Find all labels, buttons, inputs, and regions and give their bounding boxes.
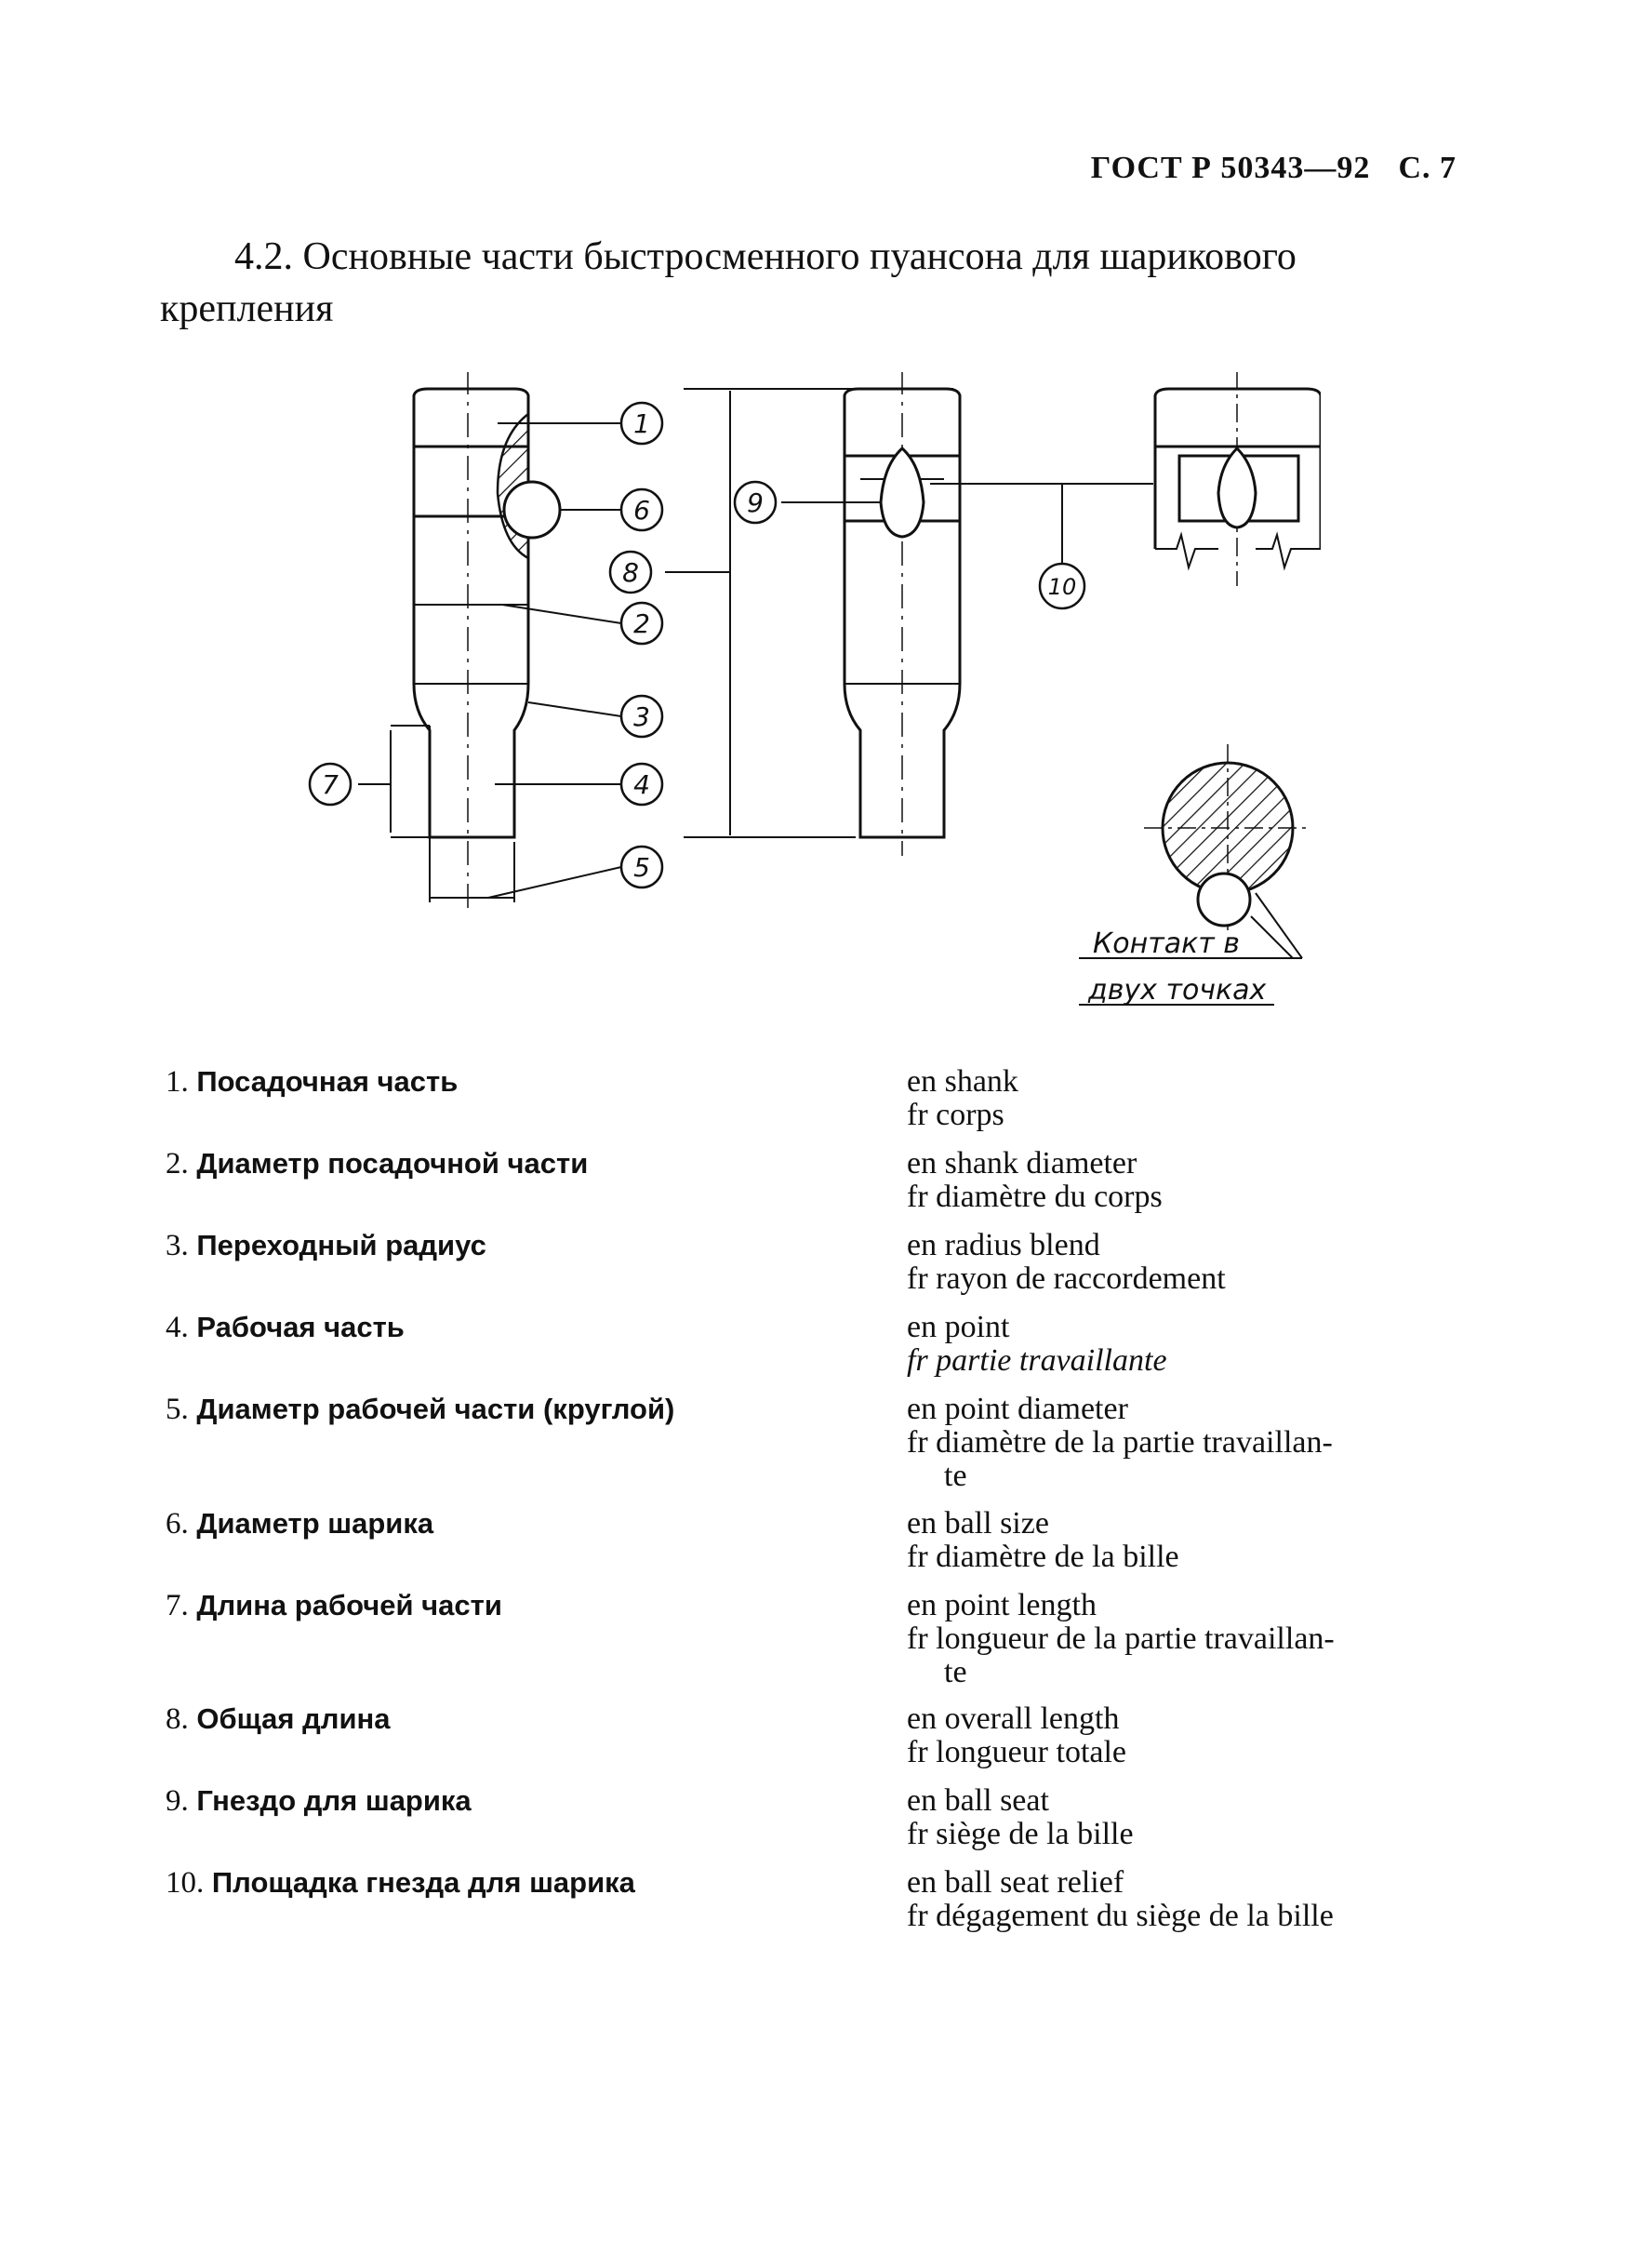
term-fr: fr partie travaillante — [907, 1343, 1167, 1378]
term-en: en shank diameter — [907, 1146, 1137, 1181]
section-title: 4.2. Основные части быстросменного пуанс… — [160, 231, 1481, 335]
term-en: en ball seat relief — [907, 1865, 1124, 1900]
punch-front-view — [843, 372, 962, 856]
callout-9 — [733, 480, 778, 525]
term-ru: Диаметр рабочей части (круглой) — [196, 1393, 675, 1425]
term-en: en ball size — [907, 1506, 1049, 1541]
callout-label-3: 3 — [633, 701, 650, 732]
callout-8 — [608, 550, 653, 594]
term-fr: fr siège de la bille — [907, 1817, 1134, 1851]
callout-4 — [619, 762, 664, 807]
term-fr: fr longueur totale — [907, 1735, 1127, 1769]
term-fr: fr corps — [907, 1098, 1004, 1132]
term-en: en overall length — [907, 1701, 1120, 1736]
callout-label-4: 4 — [633, 769, 650, 800]
term-ru: Диаметр шарика — [196, 1507, 434, 1540]
callout-label-7: 7 — [322, 769, 339, 800]
callout-7 — [308, 762, 352, 807]
contact-detail — [1079, 744, 1311, 1006]
term-fr: fr diamètre de la partie travaillan- — [907, 1425, 1333, 1460]
term-ru: Рабочая часть — [196, 1311, 405, 1343]
callout-label-6: 6 — [633, 495, 650, 526]
callout-label-5: 5 — [633, 852, 650, 883]
term-ru: Переходный радиус — [196, 1229, 486, 1261]
callout-label-2: 2 — [633, 608, 650, 639]
term-ru: Длина рабочей части — [196, 1589, 502, 1621]
term-ru: Общая длина — [196, 1702, 391, 1735]
term-fr: fr longueur de la partie travaillan- — [907, 1621, 1335, 1656]
term-ru: Площадка гнезда для шарика — [211, 1866, 635, 1899]
ball-seat-detail — [1153, 372, 1321, 586]
term-fr: fr diamètre du corps — [907, 1180, 1163, 1214]
page-header: ГОСТ Р 50343—92 С. 7 — [1091, 151, 1456, 186]
callout-label-10: 10 — [1048, 574, 1077, 600]
section-title-line2: крепления — [160, 287, 334, 330]
callout-6 — [619, 487, 664, 532]
callout-3 — [619, 694, 664, 739]
document-number: ГОСТ Р 50343—92 — [1090, 151, 1371, 185]
term-fr-continued: te — [944, 1655, 967, 1689]
term-fr-continued: te — [944, 1459, 967, 1493]
term-en: en point — [907, 1310, 1010, 1344]
punch-drawing: 1 6 2 3 4 5 7 8 9 10 Контакт в двух точк… — [308, 372, 1321, 1007]
ball-circle — [502, 480, 562, 540]
page-number: С. 7 — [1398, 151, 1456, 185]
term-fr: fr dégagement du siège de la bille — [907, 1899, 1334, 1933]
term-en: en ball seat — [907, 1783, 1049, 1818]
contact-caption-line2: двух точках — [1087, 974, 1267, 1007]
term-ru: Посадочная часть — [196, 1065, 459, 1098]
term-fr: fr diamètre de la bille — [907, 1540, 1179, 1574]
term-fr: fr rayon de raccordement — [907, 1261, 1226, 1296]
callout-label-9: 9 — [747, 487, 764, 518]
ball-seat-drop — [879, 446, 925, 539]
term-en: en radius blend — [907, 1228, 1100, 1262]
callout-1 — [619, 401, 664, 446]
callout-5 — [619, 845, 664, 889]
callout-10 — [1038, 562, 1086, 610]
term-ru: Диаметр посадочной части — [196, 1147, 589, 1180]
callout-label-8: 8 — [622, 557, 639, 588]
term-en: en shank — [907, 1064, 1018, 1099]
punch-side-view — [412, 372, 562, 912]
term-en: en point length — [907, 1588, 1097, 1622]
callout-2 — [619, 601, 664, 646]
term-ru: Гнездо для шарика — [196, 1784, 472, 1817]
term-en: en point diameter — [907, 1392, 1128, 1426]
section-title-line1: 4.2. Основные части быстросменного пуанс… — [234, 235, 1297, 278]
contact-caption-line1: Контакт в — [1093, 927, 1240, 960]
callout-label-1: 1 — [633, 408, 650, 439]
